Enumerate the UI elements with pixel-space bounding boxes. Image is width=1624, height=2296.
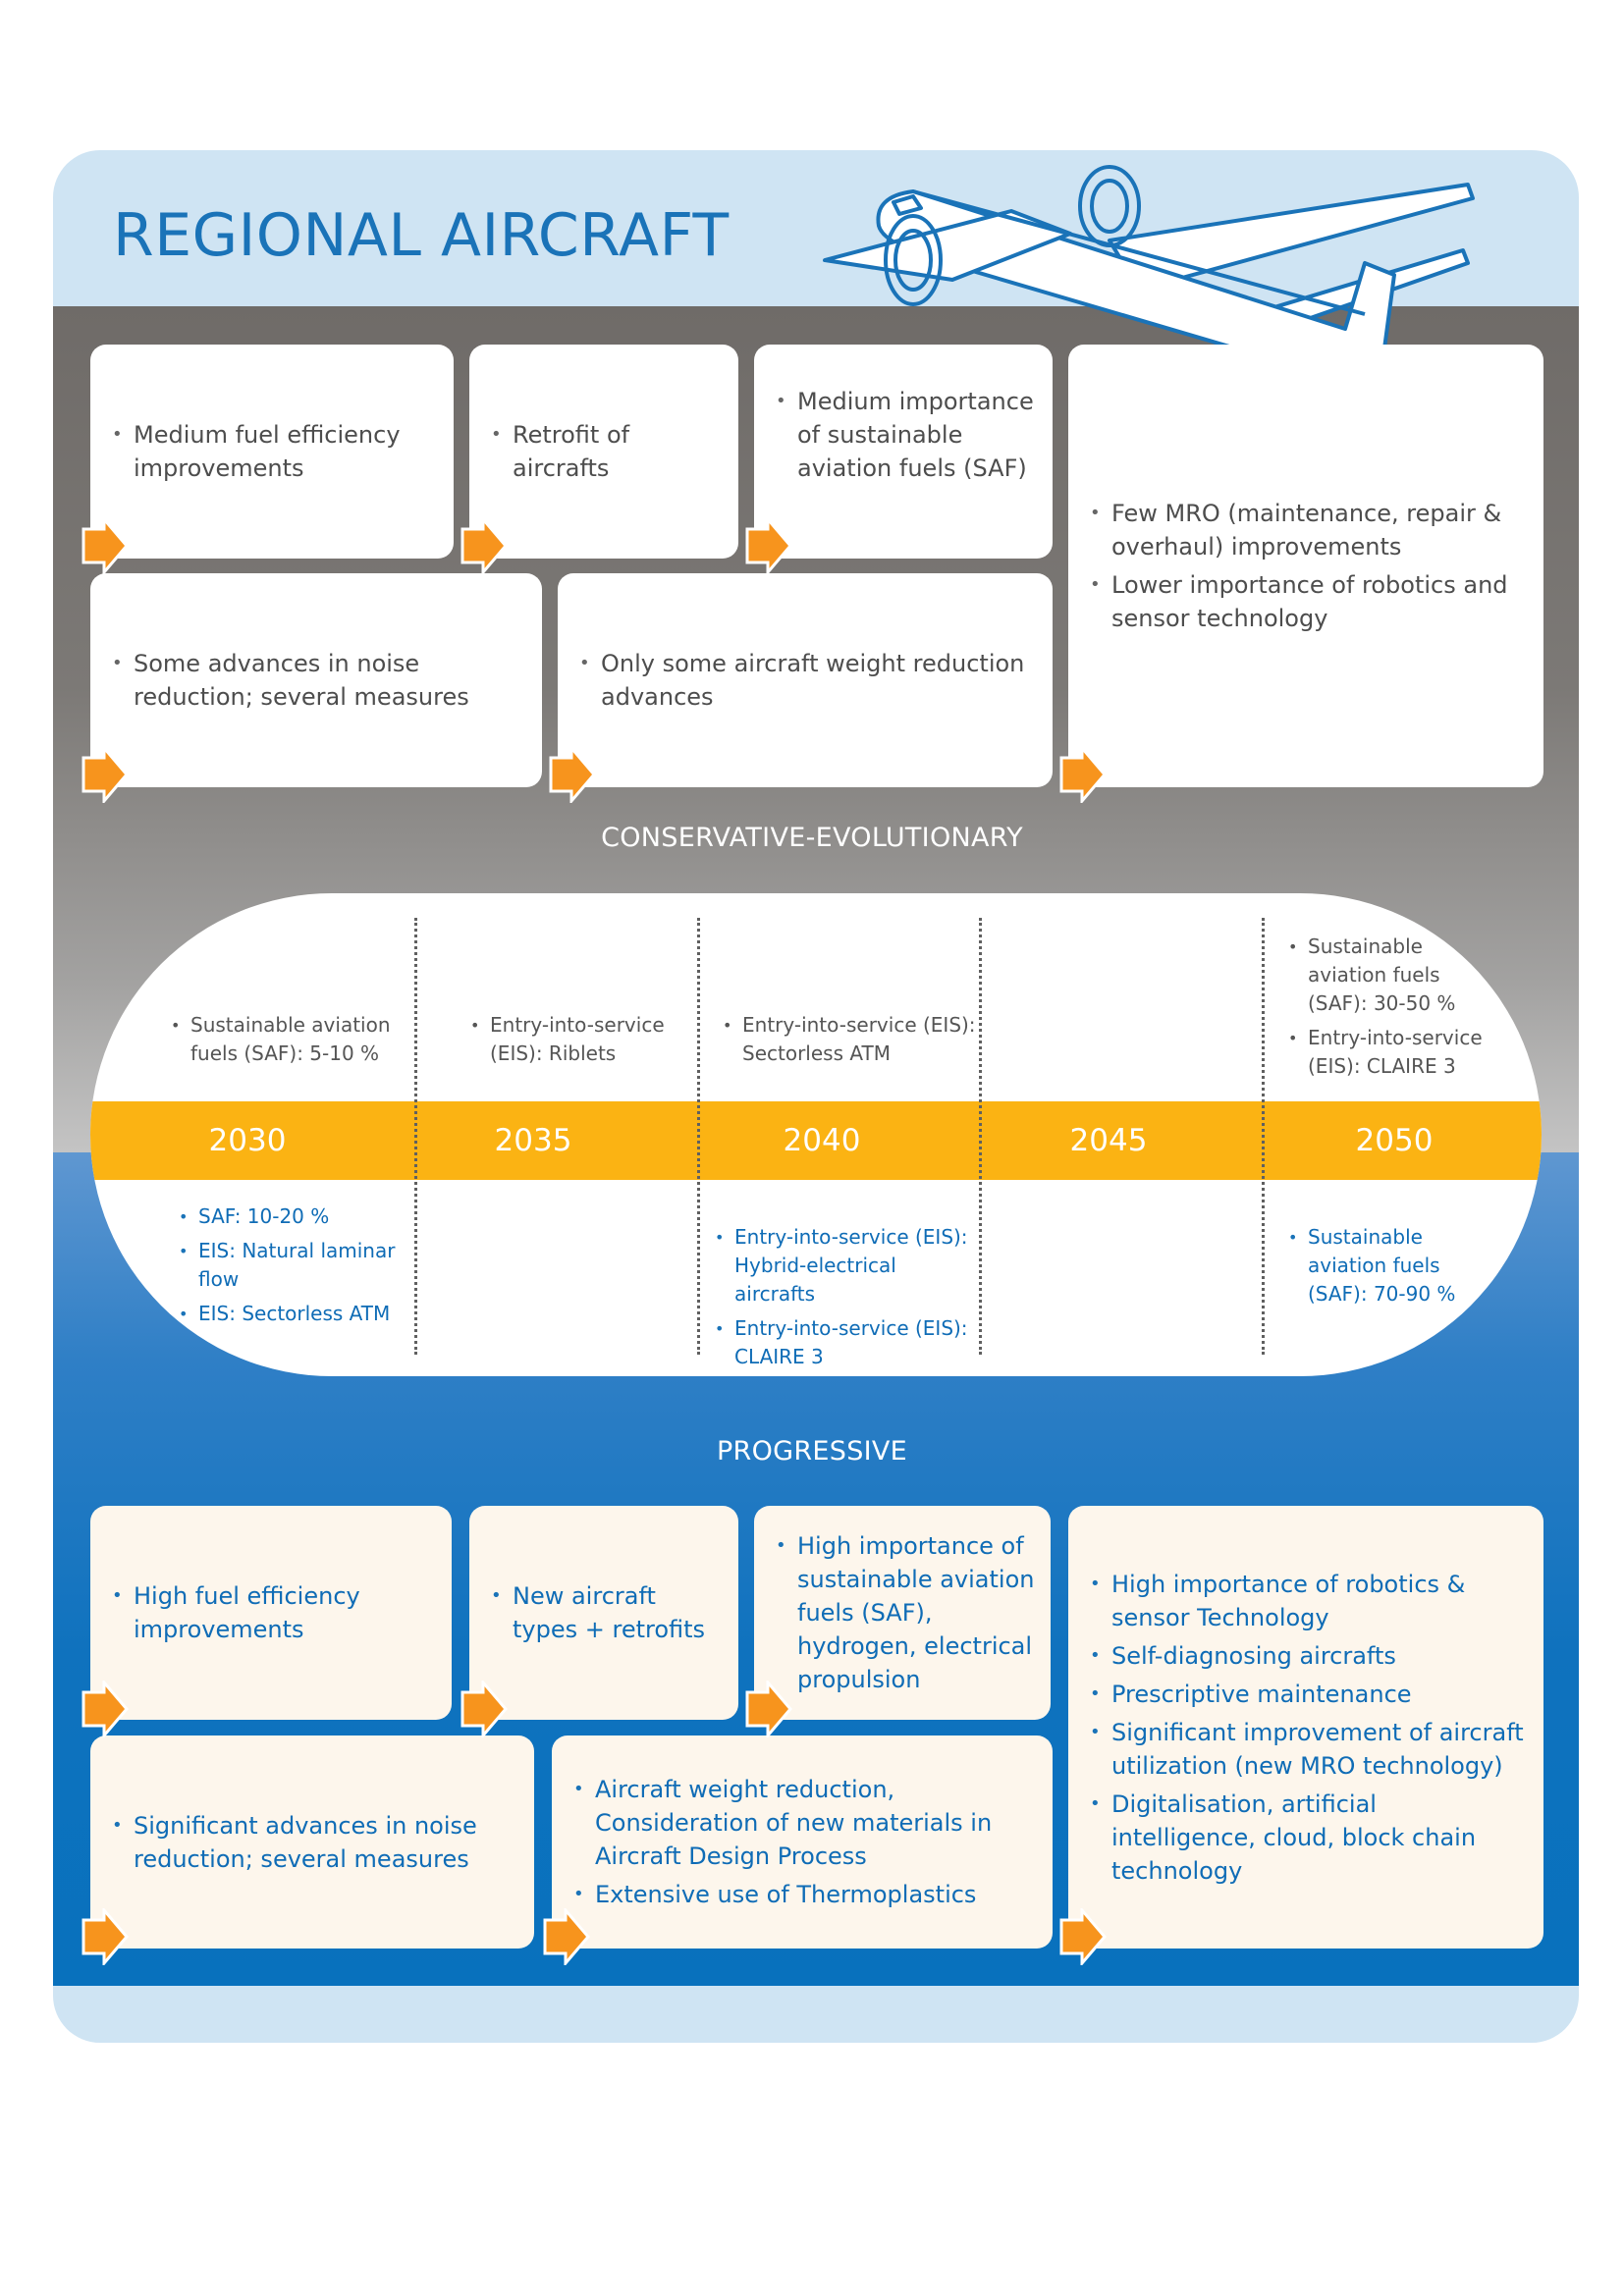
prog-timeline-2050: Sustainable aviation fuels (SAF): 70-90 … (1286, 1223, 1473, 1314)
list-item: EIS: Sectorless ATM (177, 1300, 403, 1328)
year-2035: 2035 (435, 1101, 631, 1180)
prog-box-noise: Significant advances in noise reduction;… (90, 1735, 534, 1949)
year-2030: 2030 (149, 1101, 346, 1180)
cons-timeline-2050: Sustainable aviation fuels (SAF): 30-50 … (1286, 933, 1492, 1087)
list-item: Digitalisation, artificial intelligence,… (1084, 1788, 1528, 1888)
timeline-divider (414, 918, 417, 1355)
orange-right-arrow-icon (81, 746, 130, 803)
orange-right-arrow-icon (81, 1908, 130, 1965)
list-item: Aircraft weight reduction, Consideration… (568, 1773, 1037, 1873)
cons-box-weight: Only some aircraft weight reduction adva… (558, 573, 1053, 787)
prog-timeline-2040: Entry-into-service (EIS): Hybrid-electri… (713, 1223, 978, 1376)
airplane-outline-icon (815, 157, 1492, 373)
prog-timeline-2030: SAF: 10-20 % EIS: Natural laminar flow E… (177, 1202, 403, 1334)
timeline-divider (979, 918, 982, 1355)
list-item: Entry-into-service (EIS): CLAIRE 3 (1286, 1024, 1492, 1081)
list-item: Few MRO (maintenance, repair & overhaul)… (1084, 497, 1528, 563)
orange-right-arrow-icon (460, 517, 509, 574)
list-item: Entry-into-service (EIS): Sectorless ATM (721, 1011, 978, 1068)
list-item: Self-diagnosing aircrafts (1084, 1639, 1528, 1673)
year-2045: 2045 (1010, 1101, 1207, 1180)
list-item: Retrofit of aircrafts (485, 418, 723, 485)
cons-timeline-2040: Entry-into-service (EIS): Sectorless ATM (721, 1011, 978, 1074)
timeline-divider (1262, 918, 1265, 1355)
list-item: Some advances in noise reduction; severa… (106, 647, 526, 714)
list-item: EIS: Natural laminar flow (177, 1237, 403, 1294)
list-item: SAF: 10-20 % (177, 1202, 403, 1231)
cons-box-saf: Medium importance of sustainable aviatio… (754, 345, 1053, 559)
list-item: New aircraft types + retrofits (485, 1579, 723, 1646)
orange-right-arrow-icon (548, 746, 597, 803)
progressive-label: PROGRESSIVE (0, 1436, 1624, 1467)
prog-box-aircraft-types: New aircraft types + retrofits (469, 1506, 738, 1720)
timeline-divider (697, 918, 700, 1355)
year-2050: 2050 (1296, 1101, 1492, 1180)
page-title: REGIONAL AIRCRAFT (113, 201, 730, 270)
list-item: Significant advances in noise reduction;… (106, 1809, 518, 1876)
list-item: Only some aircraft weight reduction adva… (573, 647, 1037, 714)
prog-box-saf: High importance of sustainable aviation … (754, 1506, 1051, 1720)
list-item: Sustainable aviation fuels (SAF): 30-50 … (1286, 933, 1492, 1018)
cons-box-noise: Some advances in noise reduction; severa… (90, 573, 542, 787)
list-item: Sustainable aviation fuels (SAF): 70-90 … (1286, 1223, 1473, 1308)
prog-box-fuel-efficiency: High fuel efficiency improvements (90, 1506, 452, 1720)
list-item: Entry-into-service (EIS): CLAIRE 3 (713, 1314, 978, 1371)
list-item: High importance of robotics & sensor Tec… (1084, 1568, 1528, 1634)
list-item: Entry-into-service (EIS): Riblets (468, 1011, 689, 1068)
list-item: High importance of sustainable aviation … (770, 1529, 1035, 1696)
cons-timeline-2035: Entry-into-service (EIS): Riblets (468, 1011, 689, 1074)
cons-box-mro: Few MRO (maintenance, repair & overhaul)… (1068, 345, 1543, 787)
orange-right-arrow-icon (542, 1908, 591, 1965)
list-item: Lower importance of robotics and sensor … (1084, 568, 1528, 635)
list-item: Prescriptive maintenance (1084, 1678, 1528, 1711)
cons-box-fuel-efficiency: Medium fuel efficiency improvements (90, 345, 454, 559)
list-item: Extensive use of Thermoplastics (568, 1878, 1037, 1911)
list-item: Significant improvement of aircraft util… (1084, 1716, 1528, 1783)
list-item: High fuel efficiency improvements (106, 1579, 436, 1646)
orange-right-arrow-icon (1058, 746, 1108, 803)
list-item: Medium fuel efficiency improvements (106, 418, 438, 485)
year-2040: 2040 (724, 1101, 920, 1180)
cons-timeline-2030: Sustainable aviation fuels (SAF): 5-10 % (169, 1011, 405, 1074)
list-item: Medium importance of sustainable aviatio… (770, 385, 1037, 485)
orange-right-arrow-icon (744, 517, 793, 574)
list-item: Sustainable aviation fuels (SAF): 5-10 % (169, 1011, 405, 1068)
prog-box-weight: Aircraft weight reduction, Consideration… (552, 1735, 1053, 1949)
orange-right-arrow-icon (744, 1681, 793, 1737)
orange-right-arrow-icon (1058, 1908, 1108, 1965)
conservative-label: CONSERVATIVE-EVOLUTIONARY (0, 823, 1624, 853)
orange-right-arrow-icon (460, 1681, 509, 1737)
prog-box-robotics: High importance of robotics & sensor Tec… (1068, 1506, 1543, 1949)
orange-right-arrow-icon (81, 1681, 130, 1737)
orange-right-arrow-icon (81, 517, 130, 574)
cons-box-retrofit: Retrofit of aircrafts (469, 345, 738, 559)
timeline: 2030 2035 2040 2045 2050 Sustainable avi… (90, 893, 1542, 1376)
list-item: Entry-into-service (EIS): Hybrid-electri… (713, 1223, 978, 1308)
